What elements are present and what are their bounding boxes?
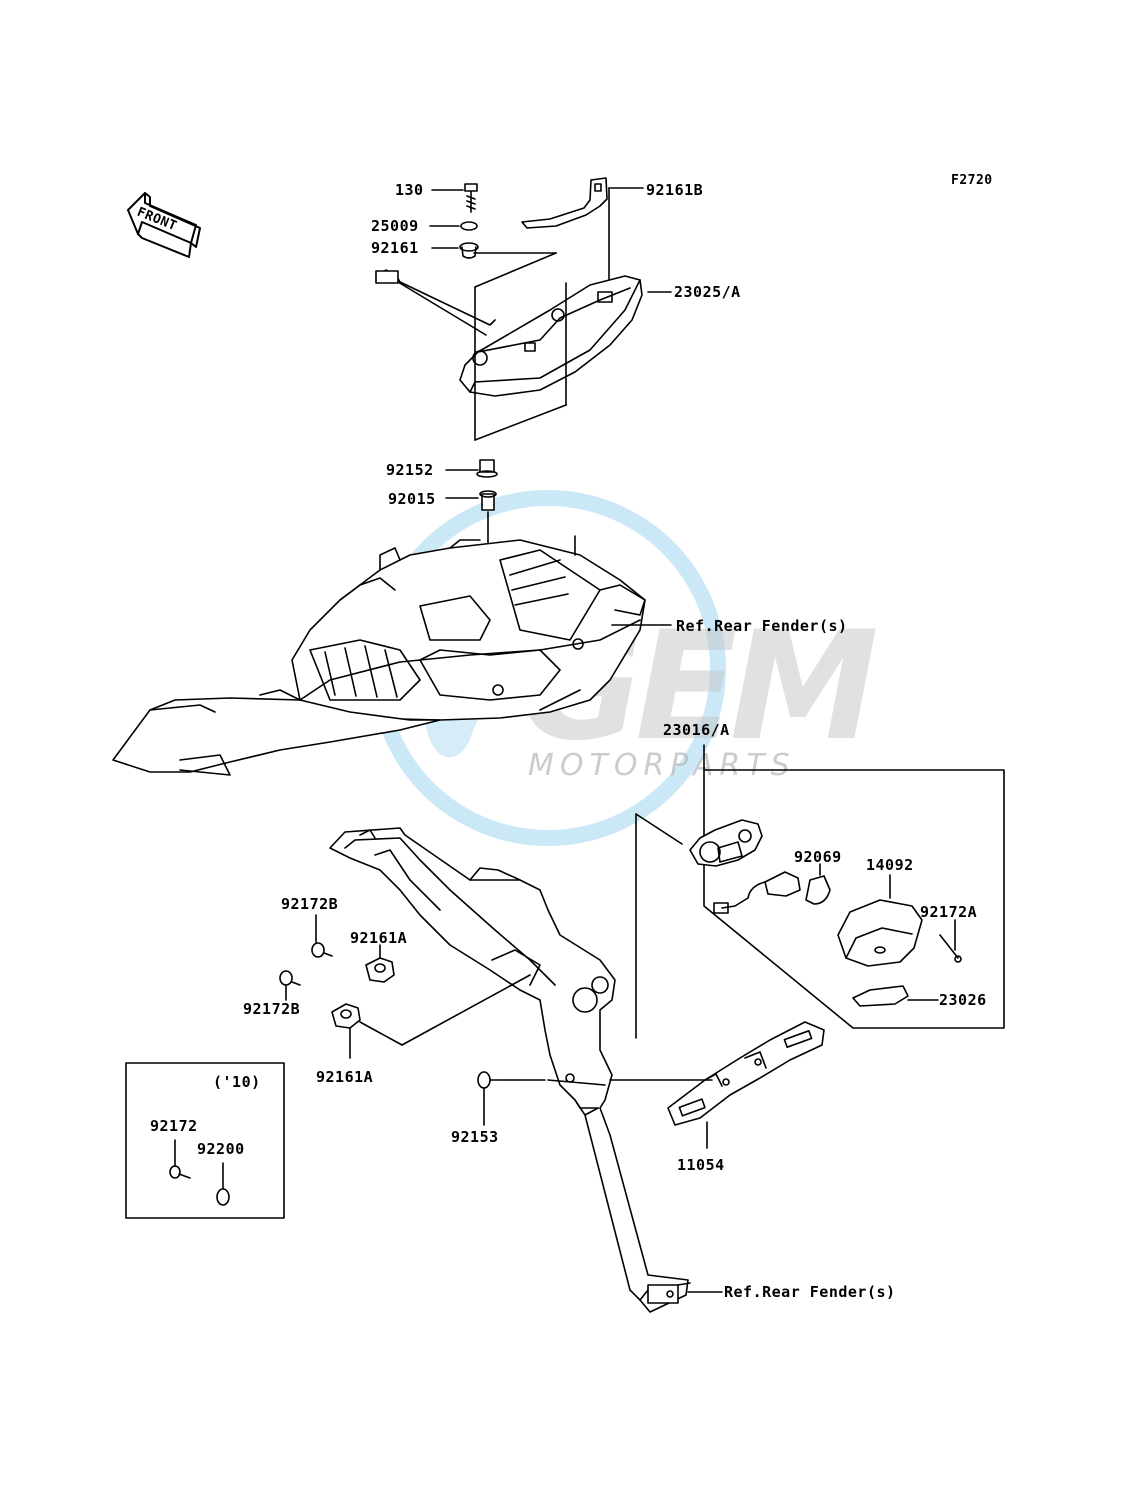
screw-92172B-lower xyxy=(279,970,301,986)
grommet-92161A-lower xyxy=(331,1003,361,1029)
part-label-23016-A: 23016/A xyxy=(663,721,730,739)
tail-light-23025 xyxy=(375,269,643,397)
part-label-14092: 14092 xyxy=(866,856,914,874)
inset-year: ('10) xyxy=(213,1073,261,1091)
grommet-92161A-upper xyxy=(365,957,395,983)
reflector-23026 xyxy=(852,985,909,1007)
part-label-23026: 23026 xyxy=(939,991,987,1009)
rear-fender-assembly xyxy=(112,535,646,776)
part-label-92015: 92015 xyxy=(388,490,436,508)
bolt-130 xyxy=(464,183,478,213)
grommet-92161 xyxy=(459,242,479,259)
part-label-25009: 25009 xyxy=(371,217,419,235)
front-arrow-icon xyxy=(127,192,201,258)
part-label-92200: 92200 xyxy=(197,1140,245,1158)
part-label-92161A-lower: 92161A xyxy=(316,1068,374,1086)
part-label-92172A: 92172A xyxy=(920,903,978,921)
screw-92172 xyxy=(169,1165,191,1179)
part-label-92152: 92152 xyxy=(386,461,434,479)
holder-23016 xyxy=(689,819,763,867)
part-label-92069: 92069 xyxy=(794,848,842,866)
part-label-92161B: 92161B xyxy=(646,181,704,199)
part-label-92161A-upper: 92161A xyxy=(350,929,408,947)
inset-frame xyxy=(125,1062,285,1219)
ref-rear-fender-upper: Ref.Rear Fender(s) xyxy=(676,617,848,635)
screw-92172B-upper xyxy=(311,942,333,958)
part-label-92172: 92172 xyxy=(150,1117,198,1135)
bushing-92015 xyxy=(479,490,497,511)
lens-14092 xyxy=(837,899,923,967)
fender-bracket xyxy=(329,827,691,1313)
plate-bracket-11054 xyxy=(667,1021,825,1126)
washer-92200 xyxy=(216,1188,230,1206)
ref-rear-fender-lower: Ref.Rear Fender(s) xyxy=(724,1283,896,1301)
part-label-23025-A: 23025/A xyxy=(674,283,741,301)
part-label-92172B-lower: 92172B xyxy=(243,1000,301,1018)
socket-92069 xyxy=(713,871,831,914)
washer-25009 xyxy=(460,221,478,231)
part-label-92153: 92153 xyxy=(451,1128,499,1146)
license-light-group xyxy=(703,769,1005,1029)
part-label-130: 130 xyxy=(395,181,424,199)
part-label-11054: 11054 xyxy=(677,1156,725,1174)
watermark-sub: MOTORPARTS xyxy=(528,748,796,783)
collar-92152 xyxy=(476,459,498,478)
figure-code: F2720 xyxy=(951,173,993,188)
part-label-92172B-upper: 92172B xyxy=(281,895,339,913)
strip-92161B xyxy=(521,177,608,229)
bolt-92153 xyxy=(477,1071,513,1089)
part-label-92161: 92161 xyxy=(371,239,419,257)
